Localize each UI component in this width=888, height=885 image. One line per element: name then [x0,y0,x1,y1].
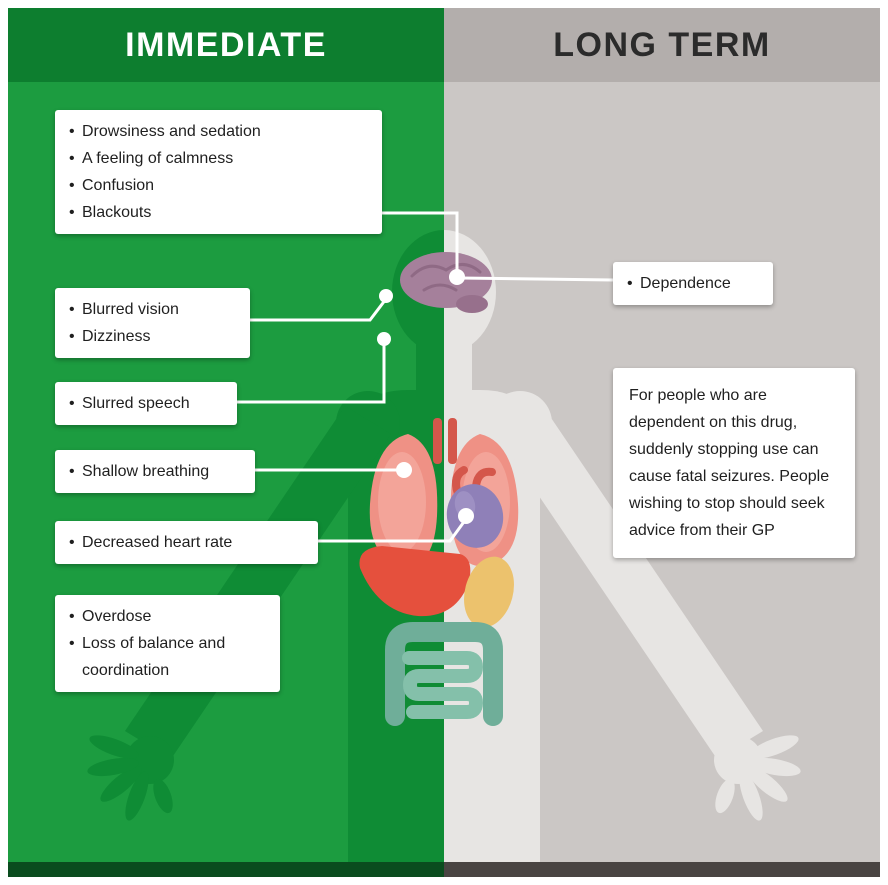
gp-advice-note: For people who are dependent on this dru… [613,368,855,558]
immediate-header-label: IMMEDIATE [125,25,327,64]
callout-heart-rate-list: Decreased heart rate [69,529,304,556]
callout-sedation: Drowsiness and sedation A feeling of calm… [55,110,382,234]
callout-bullet-text: Slurred speech [82,395,190,412]
callout-dependence-list: Dependence [627,270,759,297]
callout-bullet-item: Dependence [627,270,759,297]
callout-speech-list: Slurred speech [69,390,223,417]
callout-dependence: Dependence [613,262,773,305]
callout-bullet-text: Drowsiness and sedation [82,123,261,140]
callout-bullet-item: Shallow breathing [69,458,241,485]
callout-bullet-item: Overdose [69,603,266,630]
callout-bullet-text: Blackouts [82,204,152,221]
callout-sedation-list: Drowsiness and sedation A feeling of calm… [69,118,368,226]
callout-bullet-text: Overdose [82,608,152,625]
gp-advice-text: For people who are dependent on this dru… [629,387,830,539]
callout-bullet-text: A feeling of calmness [82,150,234,167]
callout-bullet-item: Blackouts [69,199,368,226]
callout-bullet-item: Loss of balance and coordination [69,630,266,684]
callout-overdose-list: OverdoseLoss of balance and coordination [69,603,266,684]
callout-bullet-text: Shallow breathing [82,463,210,480]
callout-bullet-item: Decreased heart rate [69,529,304,556]
callout-breathing: Shallow breathing [55,450,255,493]
callout-bullet-text: Decreased heart rate [82,534,233,551]
callout-heart-rate: Decreased heart rate [55,521,318,564]
long-term-header: LONG TERM [444,8,880,82]
callout-breathing-list: Shallow breathing [69,458,241,485]
callout-bullet-item: Dizziness [69,323,236,350]
footer-strip-right [444,862,880,877]
callout-vision-list: Blurred visionDizziness [69,296,236,350]
callout-bullet-item: Drowsiness and sedation [69,118,368,145]
callout-bullet-item: A feeling of calmness [69,145,368,172]
callout-speech: Slurred speech [55,382,237,425]
callout-bullet-item: Confusion [69,172,368,199]
callout-bullet-text: Blurred vision [82,301,179,318]
callout-bullet-text: Loss of balance and coordination [82,635,226,679]
callout-bullet-item: Blurred vision [69,296,236,323]
callout-bullet-text: Dizziness [82,328,151,345]
callout-bullet-text: Confusion [82,177,155,194]
callout-bullet-text: Dependence [640,275,731,292]
footer-strip-left [8,862,444,877]
callout-overdose: OverdoseLoss of balance and coordination [55,595,280,692]
callout-vision: Blurred visionDizziness [55,288,250,358]
infographic-canvas: IMMEDIATE LONG TERM [8,8,880,877]
callout-bullet-item: Slurred speech [69,390,223,417]
immediate-header: IMMEDIATE [8,8,444,82]
long-term-header-label: LONG TERM [553,25,771,64]
